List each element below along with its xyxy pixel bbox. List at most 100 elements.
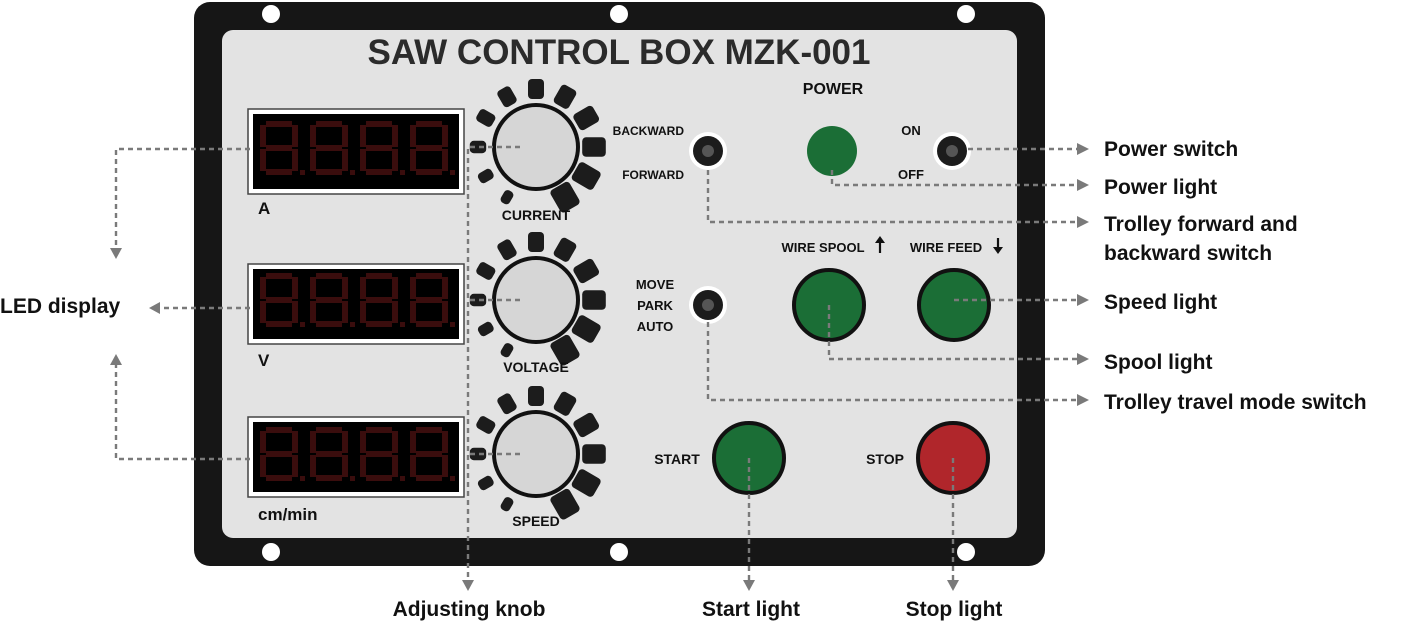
led-display-voltage bbox=[247, 263, 465, 345]
knob-scale-segment bbox=[571, 315, 601, 343]
unit-label-amps: A bbox=[258, 199, 270, 218]
mounting-hole bbox=[957, 543, 975, 561]
knob-scale-segment bbox=[528, 79, 544, 99]
trolley-direction-switch[interactable] bbox=[689, 132, 727, 170]
led-decimal-point bbox=[350, 322, 355, 327]
knob-scale-segment bbox=[571, 469, 601, 497]
callout-power-switch: Power switch bbox=[1104, 138, 1238, 161]
knob-scale-segment bbox=[500, 190, 514, 205]
led-decimal-point bbox=[300, 476, 305, 481]
knob-scale-segment bbox=[497, 239, 517, 261]
leader-lines bbox=[110, 143, 1089, 591]
knob-scale-segment bbox=[582, 137, 606, 157]
led-segment bbox=[292, 149, 298, 171]
knob-scale-segment bbox=[477, 168, 494, 184]
led-segment bbox=[310, 431, 316, 453]
led-segment bbox=[316, 321, 342, 327]
led-segment bbox=[442, 149, 448, 171]
led-segment bbox=[366, 321, 392, 327]
seven-segment-digits bbox=[260, 121, 455, 175]
led-segment bbox=[342, 455, 348, 477]
knob-scale-segment bbox=[477, 475, 494, 491]
led-segment bbox=[360, 431, 366, 453]
led-segment bbox=[266, 273, 292, 279]
led-segment bbox=[266, 169, 292, 175]
wire-feed-label: WIRE FEED bbox=[910, 240, 982, 255]
led-segment bbox=[442, 455, 448, 477]
led-segment bbox=[342, 301, 348, 323]
power-switch[interactable] bbox=[933, 132, 971, 170]
led-segment bbox=[316, 169, 342, 175]
led-segment bbox=[410, 455, 416, 477]
led-segment bbox=[416, 321, 442, 327]
led-segment bbox=[292, 125, 298, 147]
knob-scale-segment bbox=[469, 447, 487, 461]
power-off-label: OFF bbox=[898, 167, 924, 182]
led-segment bbox=[316, 273, 342, 279]
led-decimal-point bbox=[300, 322, 305, 327]
led-segment bbox=[410, 125, 416, 147]
led-segment bbox=[310, 301, 316, 323]
led-segment bbox=[316, 121, 342, 127]
knob-scale-ring bbox=[469, 386, 606, 520]
knob-label-speed: SPEED bbox=[512, 513, 559, 529]
knob-scale-segment bbox=[573, 258, 600, 284]
led-segment bbox=[360, 149, 366, 171]
led-segment bbox=[416, 451, 442, 457]
knob-scale-segment bbox=[553, 237, 577, 262]
unit-label-volts: V bbox=[258, 351, 270, 370]
led-segment bbox=[442, 277, 448, 299]
unit-label-speed: cm/min bbox=[258, 505, 318, 524]
led-segment bbox=[410, 149, 416, 171]
led-decimal-point bbox=[350, 476, 355, 481]
stop-label: STOP bbox=[866, 451, 904, 467]
move-label: MOVE bbox=[636, 277, 675, 292]
led-segment bbox=[342, 431, 348, 453]
callout-spool-light: Spool light bbox=[1104, 351, 1212, 374]
knob-scale-segment bbox=[550, 334, 580, 366]
led-segment bbox=[310, 277, 316, 299]
seven-segment-digits bbox=[260, 427, 455, 481]
led-segment bbox=[410, 431, 416, 453]
led-segment bbox=[310, 125, 316, 147]
led-segment bbox=[260, 455, 266, 477]
led-segment bbox=[392, 431, 398, 453]
led-segment bbox=[316, 427, 342, 433]
led-segment bbox=[416, 169, 442, 175]
current-knob[interactable] bbox=[469, 79, 606, 214]
voltage-knob[interactable] bbox=[469, 232, 606, 367]
mounting-hole bbox=[262, 5, 280, 23]
arrow-down-icon bbox=[993, 238, 1003, 254]
knob-scale-segment bbox=[469, 293, 487, 307]
led-segment bbox=[360, 277, 366, 299]
led-segment bbox=[360, 455, 366, 477]
led-segment bbox=[366, 169, 392, 175]
knob-scale-segment bbox=[571, 162, 601, 190]
panel-title: SAW CONTROL BOX MZK-001 bbox=[367, 33, 870, 72]
led-segment bbox=[292, 277, 298, 299]
mounting-hole bbox=[610, 543, 628, 561]
led-segment bbox=[366, 121, 392, 127]
led-decimal-point bbox=[300, 170, 305, 175]
power-on-label: ON bbox=[901, 123, 921, 138]
led-segment bbox=[360, 125, 366, 147]
led-segment bbox=[266, 451, 292, 457]
led-segment bbox=[442, 125, 448, 147]
knob-scale-segment bbox=[476, 262, 496, 280]
knob-scale-segment bbox=[550, 181, 580, 213]
knob-scale-segment bbox=[500, 497, 514, 512]
knob-scale-segment bbox=[573, 105, 600, 131]
wire-feed-button[interactable] bbox=[917, 268, 991, 342]
led-segment bbox=[366, 475, 392, 481]
backward-label: BACKWARD bbox=[613, 124, 685, 138]
led-segment bbox=[266, 145, 292, 151]
knob-scale-ring bbox=[469, 232, 606, 366]
callout-speed-light: Speed light bbox=[1104, 291, 1217, 314]
led-decimal-point bbox=[450, 322, 455, 327]
led-segment bbox=[366, 145, 392, 151]
led-segment bbox=[310, 455, 316, 477]
trolley-travel-mode-switch[interactable] bbox=[689, 286, 727, 324]
knob-scale-segment bbox=[553, 391, 577, 416]
speed-knob[interactable] bbox=[469, 386, 606, 521]
